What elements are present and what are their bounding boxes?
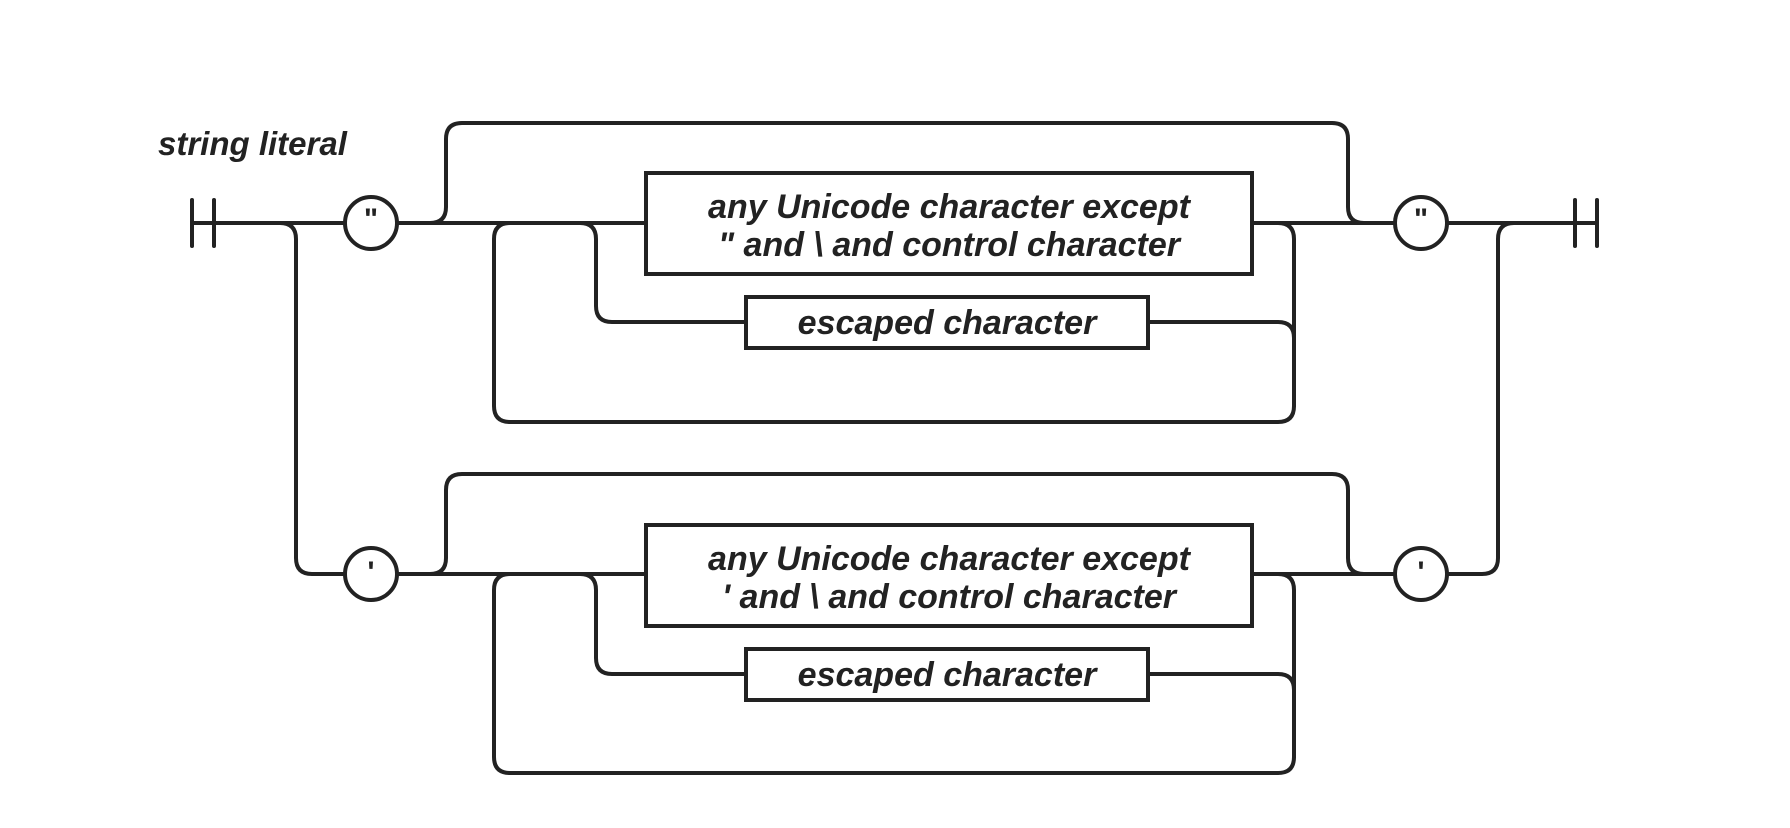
single-quote-open-terminal: ' [343, 546, 399, 602]
unicode-char-box-single: any Unicode character except ' and \ and… [644, 523, 1254, 628]
diagram-title: string literal [158, 125, 348, 162]
single-quote-close-label: ' [1417, 556, 1424, 589]
escaped-char-box-double: escaped character [744, 295, 1150, 350]
double-quote-open-label: " [364, 203, 378, 236]
branch-single-quote-rails [396, 472, 1397, 775]
double-quote-close-terminal: " [1393, 195, 1449, 251]
single-quote-close-terminal: ' [1393, 546, 1449, 602]
unicode-char-box-single-line1: any Unicode character except [708, 540, 1192, 578]
unicode-char-box-double: any Unicode character except " and \ and… [644, 171, 1254, 276]
escaped-char-box-single-label: escaped character [798, 656, 1098, 694]
unicode-char-box-double-line1: any Unicode character except [708, 188, 1192, 226]
single-quote-open-label: ' [367, 556, 374, 589]
main-rails [190, 221, 1599, 576]
double-quote-open-terminal: " [343, 195, 399, 251]
double-quote-close-label: " [1414, 203, 1428, 236]
unicode-char-box-double-line2: " and \ and control character [718, 226, 1182, 264]
escaped-char-box-double-label: escaped character [798, 304, 1098, 342]
escaped-char-box-single: escaped character [744, 647, 1150, 702]
branch-double-quote-rails [396, 121, 1397, 424]
unicode-char-box-single-line2: ' and \ and control character [722, 578, 1178, 616]
